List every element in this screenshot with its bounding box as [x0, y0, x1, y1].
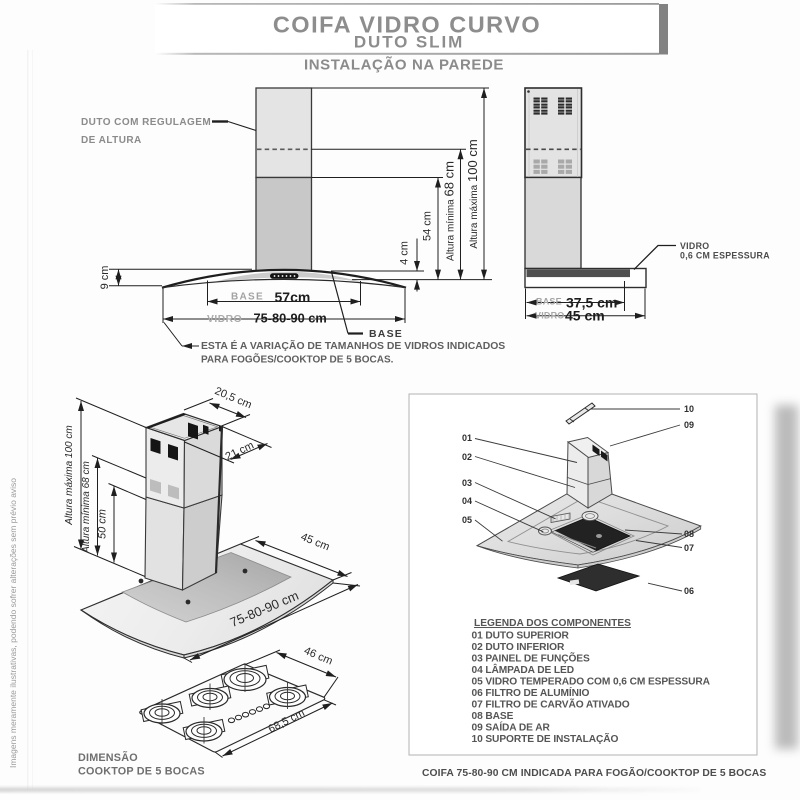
svg-text:COIFA 75-80-90 CM INDICADA PAR: COIFA 75-80-90 CM INDICADA PARA FOGÃO/CO…	[422, 766, 766, 779]
svg-text:0,6 CM ESPESSURA: 0,6 CM ESPESSURA	[680, 251, 770, 261]
svg-text:05: 05	[462, 515, 472, 525]
svg-text:Altura máxima 100 cm: Altura máxima 100 cm	[64, 425, 75, 525]
svg-text:45 cm: 45 cm	[565, 308, 605, 324]
svg-text:COIFA VIDRO CURVO: COIFA VIDRO CURVO	[273, 12, 541, 38]
svg-text:02 DUTO INFERIOR: 02 DUTO INFERIOR	[472, 642, 565, 653]
svg-text:57cm: 57cm	[275, 289, 311, 305]
svg-text:03: 03	[462, 478, 472, 488]
svg-text:10: 10	[684, 404, 694, 414]
svg-text:DUTO COM REGULAGEM: DUTO COM REGULAGEM	[81, 117, 211, 128]
svg-text:BASE: BASE	[369, 328, 403, 340]
svg-text:04: 04	[462, 496, 472, 506]
svg-text:BASE: BASE	[536, 297, 562, 307]
svg-text:INSTALAÇÃO NA PAREDE: INSTALAÇÃO NA PAREDE	[304, 56, 504, 74]
svg-text:VIDRO: VIDRO	[207, 314, 242, 325]
svg-text:04 LÂMPADA DE LED: 04 LÂMPADA DE LED	[472, 663, 574, 676]
svg-text:PARA FOGÕES/COOKTOP DE 5 BOCAS: PARA FOGÕES/COOKTOP DE 5 BOCAS.	[201, 353, 394, 366]
svg-text:05 VIDRO TEMPERADO COM 0,6 CM: 05 VIDRO TEMPERADO COM 0,6 CM ESPESSURA	[472, 677, 711, 688]
svg-text:07 FILTRO DE CARVÃO ATIVADO: 07 FILTRO DE CARVÃO ATIVADO	[472, 698, 630, 711]
svg-text:37,5 cm: 37,5 cm	[566, 295, 617, 311]
svg-text:08: 08	[684, 529, 694, 539]
svg-text:54 cm: 54 cm	[422, 211, 434, 241]
svg-text:01 DUTO SUPERIOR: 01 DUTO SUPERIOR	[472, 631, 570, 642]
svg-text:01: 01	[462, 433, 472, 443]
svg-text:DUTO SLIM: DUTO SLIM	[354, 33, 464, 52]
svg-text:09 SAÍDA DE AR: 09 SAÍDA DE AR	[472, 721, 551, 734]
svg-text:BASE: BASE	[231, 292, 264, 303]
svg-text:06: 06	[684, 586, 694, 596]
svg-text:DIMENSÃO: DIMENSÃO	[78, 751, 138, 764]
svg-text:07: 07	[684, 543, 694, 553]
svg-text:08 BASE: 08 BASE	[472, 711, 514, 722]
svg-text:03 PAINEL DE FUNÇÕES: 03 PAINEL DE FUNÇÕES	[472, 652, 591, 665]
svg-text:ESTA É A VARIAÇÃO DE TAMANHOS: ESTA É A VARIAÇÃO DE TAMANHOS DE VIDROS …	[201, 339, 505, 352]
svg-text:4 cm: 4 cm	[399, 241, 411, 265]
svg-text:10 SUPORTE DE INSTALAÇÃO: 10 SUPORTE DE INSTALAÇÃO	[472, 732, 619, 745]
svg-text:Altura mínima 68 cm: Altura mínima 68 cm	[442, 161, 457, 261]
svg-text:COOKTOP DE 5 BOCAS: COOKTOP DE 5 BOCAS	[78, 766, 205, 778]
svg-text:DE ALTURA: DE ALTURA	[81, 135, 142, 146]
svg-text:75-80-90 cm: 75-80-90 cm	[254, 311, 327, 326]
svg-text:Altura mínima 68 cm: Altura mínima 68 cm	[81, 461, 92, 554]
svg-text:50 cm: 50 cm	[97, 509, 109, 539]
svg-text:VIDRO: VIDRO	[680, 241, 709, 251]
svg-text:LEGENDA DOS COMPONENTES: LEGENDA DOS COMPONENTES	[474, 618, 631, 629]
svg-text:09: 09	[684, 420, 694, 430]
svg-text:06 FILTRO DE ALUMÍNIO: 06 FILTRO DE ALUMÍNIO	[472, 686, 590, 699]
svg-text:02: 02	[462, 452, 472, 462]
svg-text:Imagens meramente ilustrativas: Imagens meramente ilustrativas, podendo …	[8, 478, 18, 768]
svg-text:VIDRO: VIDRO	[535, 311, 565, 321]
svg-text:9 cm: 9 cm	[99, 266, 111, 290]
svg-text:Altura máxima 100 cm: Altura máxima 100 cm	[465, 139, 480, 248]
